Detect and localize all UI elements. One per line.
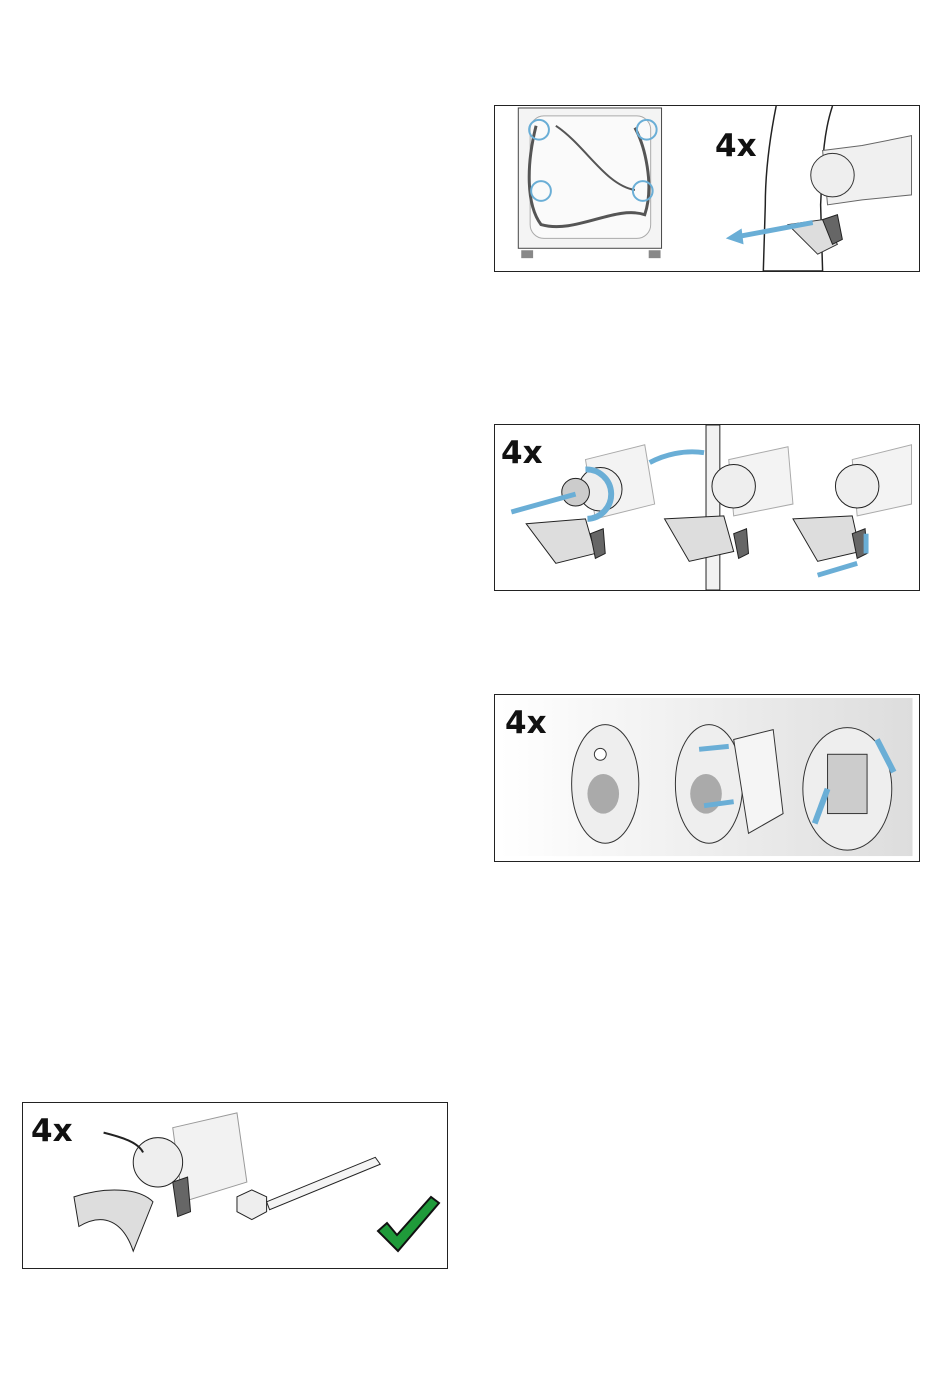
illustration-machine-rear-and-hose xyxy=(517,106,913,271)
check-mark-icon xyxy=(376,1195,441,1253)
figure-insert-covers: 4x xyxy=(494,694,920,862)
screw xyxy=(236,1156,382,1221)
figure-remove-transport-bolts: 4x xyxy=(494,105,920,272)
count-label: 4x xyxy=(31,1113,73,1149)
count-label: 4x xyxy=(505,705,547,741)
figure-store-bolts: 4x xyxy=(22,1102,448,1269)
step-2 xyxy=(648,425,794,590)
transport-bolt-assembly xyxy=(73,1112,248,1253)
cover-plate-3 xyxy=(802,727,897,851)
step-1 xyxy=(510,444,656,564)
illustration-bolt-and-screw xyxy=(73,1112,382,1253)
count-label: 4x xyxy=(715,128,757,164)
illustration-unscrew-steps xyxy=(510,425,913,590)
figure-unscrew-transport-bolts: 4x xyxy=(494,424,920,591)
bolt-highlight-circles xyxy=(528,118,658,202)
cover-plate-2 xyxy=(674,724,784,844)
step-3 xyxy=(792,444,913,578)
cover-plate-1 xyxy=(571,724,640,844)
count-label: 4x xyxy=(501,435,543,471)
illustration-cover-plates xyxy=(499,697,913,857)
